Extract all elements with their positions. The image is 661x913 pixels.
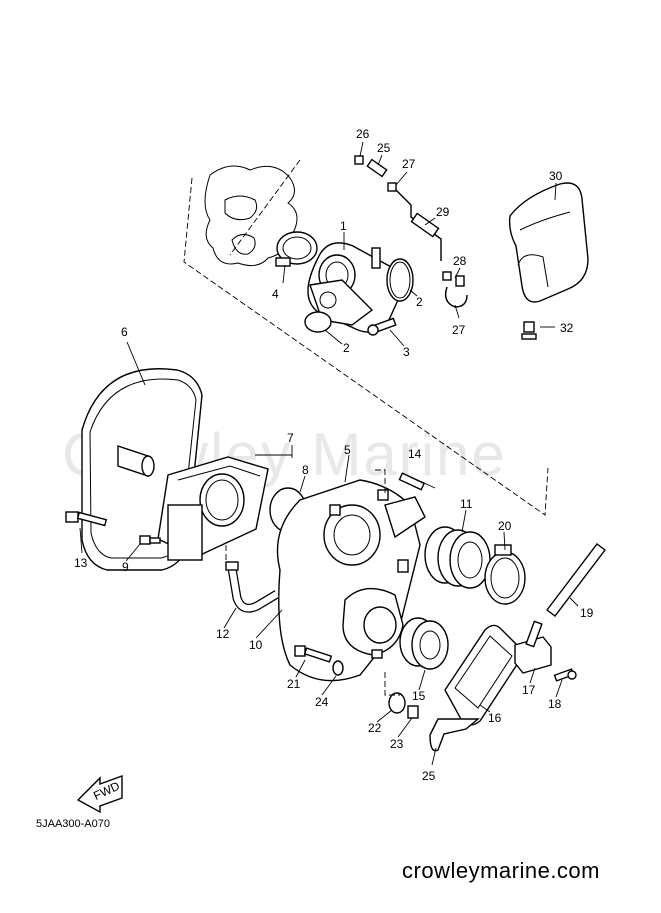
callout-2-right: 2 <box>416 295 423 309</box>
breather-pipe-part-30 <box>354 155 442 261</box>
callout-19: 19 <box>580 606 594 620</box>
callout-8: 8 <box>302 463 309 477</box>
cover-part-16 <box>444 624 523 726</box>
lower-outline-mid <box>375 469 386 495</box>
washer-part-24 <box>332 660 344 676</box>
callout-12: 12 <box>216 627 230 641</box>
callout-32: 32 <box>560 321 574 335</box>
leader-lines <box>79 141 579 766</box>
bracket-part-17 <box>514 620 552 674</box>
callout-20: 20 <box>498 519 512 533</box>
site-url[interactable]: crowleymarine.com <box>402 858 600 883</box>
callout-6: 6 <box>121 325 128 339</box>
callout-2-left: 2 <box>343 341 350 355</box>
callout-18: 18 <box>548 697 562 711</box>
callout-13: 13 <box>74 556 88 570</box>
callout-14: 14 <box>408 447 422 461</box>
callout-26: 25 <box>377 141 391 155</box>
clamp-part-20 <box>484 544 526 605</box>
callout-24: 24 <box>315 695 329 709</box>
callout-21: 21 <box>287 677 301 691</box>
callout-5: 5 <box>344 443 351 457</box>
bracket-part-25 <box>429 718 480 752</box>
callout-11: 11 <box>460 497 473 511</box>
callout-27-top: 26 <box>356 127 370 141</box>
callout-23: 23 <box>390 737 404 751</box>
screw-part-32 <box>521 321 537 340</box>
callout-10: 10 <box>249 638 263 652</box>
rod-part-19 <box>546 543 606 617</box>
callout-30: 29 <box>436 205 450 219</box>
callout-7: 7 <box>287 431 294 445</box>
callout-29: 28 <box>453 254 467 268</box>
hose-part-28 <box>442 271 468 308</box>
callout-9: 9 <box>122 560 129 574</box>
callout-labels: 26 25 27 29 1 28 4 2 27 2 3 30 32 6 7 5 … <box>74 127 594 783</box>
cover-part-31 <box>508 182 589 303</box>
callout-27-mid: 27 <box>402 157 416 171</box>
hose-part-12 <box>225 561 280 613</box>
grommet-part-22 <box>388 692 406 714</box>
bolt-part-13 <box>65 511 108 527</box>
o-ring-part-2-left <box>304 311 332 333</box>
air-filter-case-part-5 <box>276 479 426 682</box>
fwd-arrow-icon: FWD <box>76 775 123 814</box>
callout-31: 30 <box>549 169 563 183</box>
screw-part-18 <box>553 668 577 682</box>
screw-part-3 <box>367 317 397 336</box>
screw-part-9 <box>139 535 161 545</box>
air-filter-element-part-7 <box>157 456 269 561</box>
o-ring-part-2-right <box>386 258 414 302</box>
carburetor-joint-part-1 <box>307 242 403 333</box>
callout-28: 27 <box>452 323 466 337</box>
callout-25: 25 <box>422 769 436 783</box>
clamp-part-4 <box>275 231 318 267</box>
screw-part-21 <box>294 645 333 663</box>
callout-16: 16 <box>488 711 502 725</box>
lower-outline-bottom <box>384 672 400 696</box>
diagram-code: 5JAA300-A070 <box>36 818 110 830</box>
callout-4: 4 <box>272 287 279 301</box>
joint-part-11 <box>424 526 491 589</box>
collar-part-23 <box>407 705 419 719</box>
callout-1: 1 <box>340 219 347 233</box>
joint-part-15 <box>399 617 449 670</box>
callout-17: 17 <box>522 683 536 697</box>
callout-3: 3 <box>403 345 410 359</box>
callout-15: 15 <box>412 689 426 703</box>
screw-part-14 <box>398 472 426 491</box>
callout-22: 22 <box>368 721 382 735</box>
